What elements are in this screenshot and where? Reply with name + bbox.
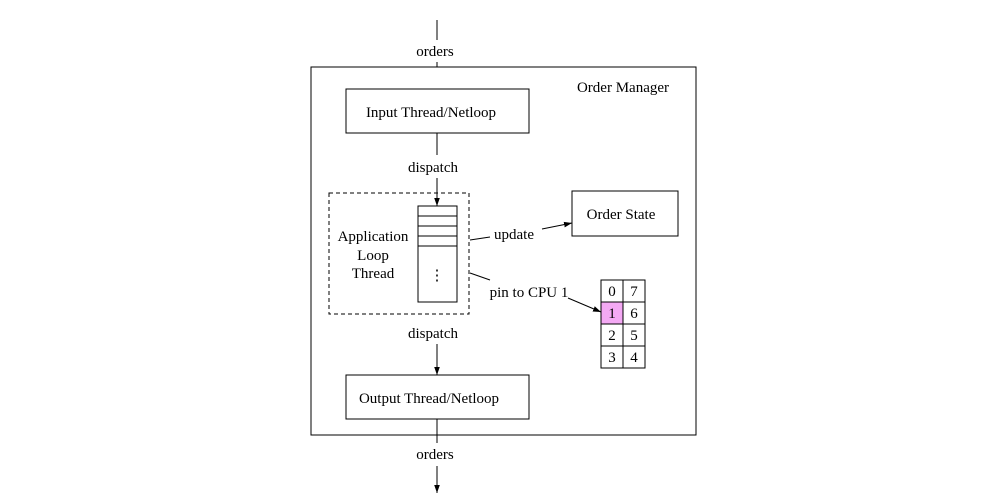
orders-in-label: orders (416, 44, 454, 60)
app-loop-label-line1: Application (338, 229, 409, 245)
app-loop-label-line2: Loop (357, 248, 389, 264)
pin-label: pin to CPU 1 (490, 285, 569, 301)
update-arrow (541, 221, 573, 230)
orders-out-label: orders (416, 447, 454, 463)
dispatch-bottom-label: dispatch (408, 326, 458, 342)
queue-ellipsis: ⋮ (430, 268, 445, 284)
cpu-cell-label: 3 (608, 350, 616, 366)
application-loop-region (328, 192, 470, 315)
output-thread-box (345, 374, 530, 420)
cpu-cell-label: 7 (630, 284, 638, 300)
cpu-cell-label: 4 (630, 350, 638, 366)
app-loop-label-line3: Thread (352, 266, 395, 282)
pin-arrow (567, 297, 602, 313)
queue: ⋮ (417, 205, 458, 303)
input-thread-box (345, 88, 530, 134)
update-lead-line (469, 236, 491, 241)
cpu-cell-label: 0 (608, 284, 616, 300)
cpu-cell (622, 345, 646, 369)
pin-lead-line (469, 272, 491, 281)
order-state-label: Order State (587, 207, 656, 223)
queue-box (417, 205, 458, 303)
cpu-cell-label: 5 (630, 328, 638, 344)
cpu-cell-label: 1 (608, 306, 616, 322)
cpu-cell-label: 2 (608, 328, 616, 344)
order-manager-label: Order Manager (577, 80, 669, 96)
input-thread-label: Input Thread/Netloop (366, 105, 496, 121)
output-thread-label: Output Thread/Netloop (359, 391, 499, 407)
cpu-cell-label: 6 (630, 306, 638, 322)
order-state-box (571, 190, 679, 237)
dispatch-top-label: dispatch (408, 160, 458, 176)
update-label: update (494, 227, 534, 243)
